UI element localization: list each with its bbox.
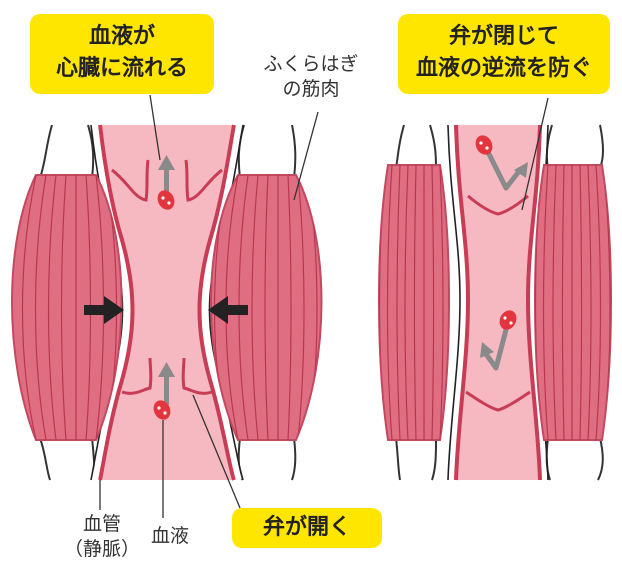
calf-muscle-right-outer [379, 165, 449, 440]
calf-muscle-right-inner [535, 165, 611, 440]
callout-valve-closes: 弁が閉じて 血液の逆流を防ぐ [398, 14, 610, 94]
label-vein: 血管 （静脈） [52, 512, 152, 562]
callout-flow-to-heart: 血液が 心臓に流れる [30, 14, 214, 94]
label-blood: 血液 [140, 524, 200, 549]
label-calf-muscle: ふくらはぎ の筋肉 [256, 52, 366, 102]
callout-valve-opens: 弁が開く [232, 508, 382, 548]
